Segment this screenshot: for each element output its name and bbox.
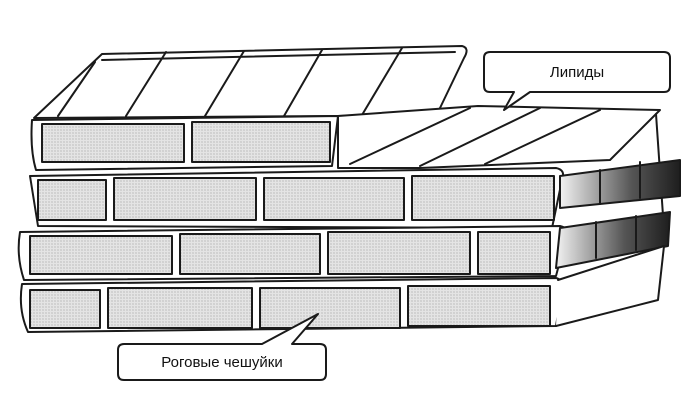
corneocyte-cell bbox=[411, 175, 555, 221]
corneocyte-cell bbox=[407, 285, 551, 327]
scales-callout bbox=[117, 313, 327, 381]
corneocyte-cell bbox=[113, 177, 257, 221]
corneocyte-cell bbox=[263, 177, 405, 221]
layer-top bbox=[30, 45, 468, 171]
layer-2 bbox=[17, 211, 671, 281]
corneocyte-cell bbox=[29, 289, 101, 329]
corneocyte-cell bbox=[191, 121, 331, 163]
corneocyte-cell bbox=[107, 287, 253, 329]
layer-bottom bbox=[19, 245, 665, 333]
corneocyte-cell bbox=[327, 231, 471, 275]
lipids-label: Липиды bbox=[550, 64, 604, 81]
corneocyte-cell bbox=[37, 179, 107, 221]
corneocyte-cell bbox=[259, 287, 401, 329]
corneocyte-cell bbox=[41, 123, 185, 163]
lipids-callout bbox=[483, 51, 671, 111]
corneocyte-cell bbox=[477, 231, 551, 275]
corneocyte-cell bbox=[179, 233, 321, 275]
scales-label: Роговые чешуйки bbox=[161, 354, 282, 371]
layer-3 bbox=[29, 159, 681, 229]
corneocyte-cell bbox=[29, 235, 173, 275]
